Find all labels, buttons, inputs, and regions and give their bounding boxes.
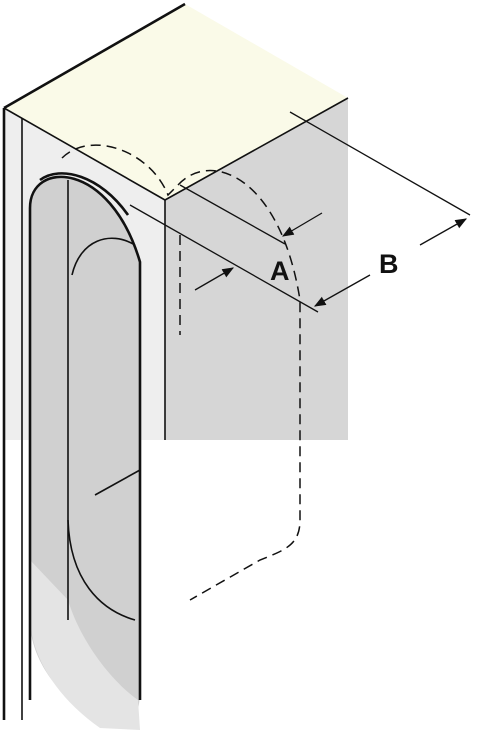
top-face bbox=[4, 4, 348, 200]
dimension-label-b: B bbox=[379, 249, 399, 279]
handle-top-arc bbox=[39, 172, 130, 216]
dimension-a-extension-top bbox=[129, 204, 319, 313]
dimension-b-arrow-upper bbox=[419, 218, 468, 246]
dimension-b-extension bbox=[289, 111, 471, 216]
handle-lower-recess-curve bbox=[67, 519, 136, 621]
handle-upper-recess-curve bbox=[71, 237, 136, 276]
dimension-a-arrow-right bbox=[281, 212, 323, 237]
top-right-edge bbox=[164, 97, 349, 201]
handle-outline bbox=[28, 175, 142, 700]
dimension-label-a: A bbox=[270, 256, 290, 286]
dimension-b-arrow-lower bbox=[313, 274, 371, 307]
top-front-edge bbox=[3, 107, 166, 201]
dimension-a-extension-bottom bbox=[179, 184, 286, 245]
recess-hidden-outline bbox=[61, 144, 301, 601]
dimension-a-arrow-left bbox=[194, 267, 235, 291]
handle-light-lower bbox=[30, 560, 140, 730]
top-left-edge bbox=[3, 2, 186, 110]
handle-mid-line bbox=[94, 469, 141, 496]
side-panel bbox=[165, 98, 348, 440]
handle-body bbox=[30, 176, 140, 726]
